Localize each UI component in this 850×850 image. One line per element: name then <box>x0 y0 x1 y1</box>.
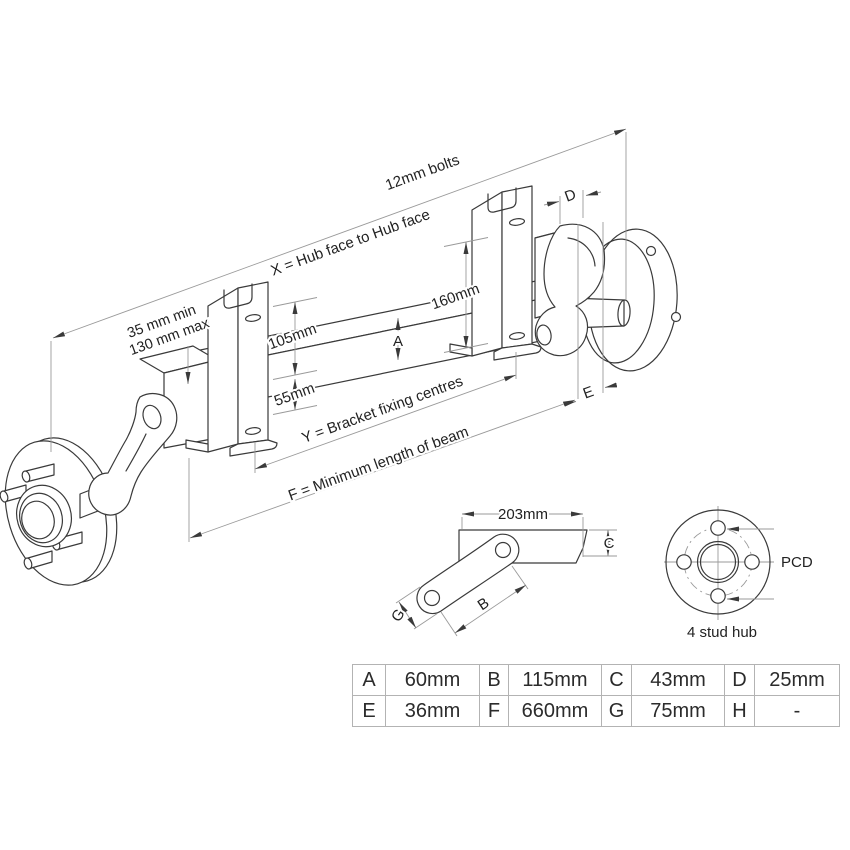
wheel-studs <box>0 463 83 570</box>
dim-d-label: D <box>562 186 578 206</box>
dim-key: G <box>601 695 632 727</box>
dim-value: 43mm <box>631 664 725 696</box>
left-trailing-arm <box>88 393 178 516</box>
arm-side-view <box>416 533 520 615</box>
dim-value: 75mm <box>631 695 725 727</box>
stud-hole <box>676 554 692 570</box>
dim-key: B <box>479 664 509 696</box>
dim-value: - <box>754 695 840 727</box>
arm-width-label: G <box>388 606 409 625</box>
hub-caption: 4 stud hub <box>687 624 757 641</box>
arm-bush-hole <box>423 589 441 607</box>
dim-value: 36mm <box>385 695 480 727</box>
dim-value: 660mm <box>508 695 602 727</box>
left-hub-assembly <box>0 393 178 586</box>
dim-key: H <box>724 695 755 727</box>
dim-key: E <box>352 695 386 727</box>
dim-key: C <box>601 664 632 696</box>
dim-key: A <box>352 664 386 696</box>
dim-key: D <box>724 664 755 696</box>
stud-hole <box>710 588 726 604</box>
dim-key: F <box>479 695 509 727</box>
wheel-stud <box>645 245 657 257</box>
arm-bush-hole <box>494 541 512 559</box>
dim-e-label: E <box>581 383 596 402</box>
x-dimension-label: X = Hub face to Hub face <box>269 206 433 279</box>
stud-hole <box>710 520 726 536</box>
wheel-stud <box>670 311 682 323</box>
arm-length-label: 203mm <box>498 506 548 523</box>
dim-value: 25mm <box>754 664 840 696</box>
right-hub-assembly <box>534 223 682 372</box>
axle-isometric-view: X = Hub face to Hub face 35 mm min 130 m… <box>0 128 682 586</box>
centres-label: B <box>475 594 493 614</box>
bolts-label: 12mm bolts <box>383 152 462 194</box>
f-dimension-line <box>189 399 576 539</box>
pcd-label: PCD <box>781 554 813 571</box>
beam-section-label: A <box>393 333 403 350</box>
table-row: A 60mm B 115mm C 43mm D 25mm <box>352 664 840 696</box>
dim-value: 60mm <box>385 664 480 696</box>
arm-bush-hole <box>142 404 162 430</box>
beam-height-label: C <box>604 535 615 552</box>
arm-side-detail: 203mm C B G <box>386 504 617 637</box>
hub-bore <box>696 540 740 584</box>
stud-hole <box>744 554 760 570</box>
dimensions-table: A 60mm B 115mm C 43mm D 25mm E 36mm F 66… <box>352 664 840 727</box>
hub-front-detail: PCD 4 stud hub <box>664 506 815 643</box>
hub-outline <box>665 509 771 615</box>
dim-value: 115mm <box>508 664 602 696</box>
table-row: E 36mm F 660mm G 75mm H - <box>352 695 840 727</box>
x-dimension-line <box>52 128 627 339</box>
